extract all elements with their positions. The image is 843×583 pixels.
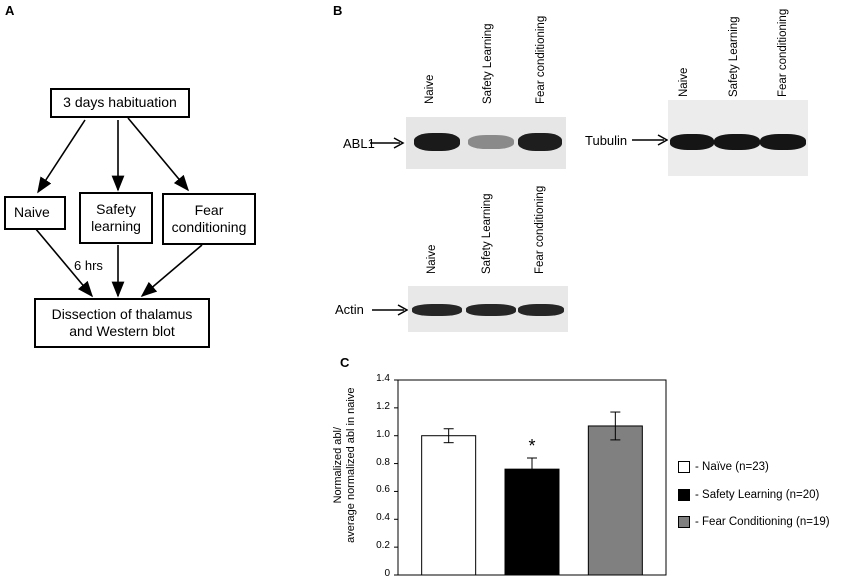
actin-band-naive	[412, 304, 462, 316]
tubulin-band-safety	[714, 134, 760, 150]
actin-band-safety	[466, 304, 516, 316]
bar-1	[504, 468, 560, 576]
safety-learning-box: Safety learning	[79, 192, 153, 244]
legend-label-safety: - Safety Learning (n=20)	[695, 489, 820, 501]
habituation-label: 3 days habituation	[63, 94, 177, 111]
abl1-blot	[406, 117, 566, 169]
legend-item-naive: - Naïve (n=23)	[678, 461, 769, 473]
dissection-box: Dissection of thalamus and Western blot	[34, 298, 210, 348]
y-tick-label: 1.2	[376, 400, 390, 412]
fear-line2: conditioning	[171, 219, 247, 235]
naive-box: Naive	[4, 196, 66, 230]
actin-blot	[408, 286, 568, 332]
arrow-habituation-to-naive	[37, 119, 86, 194]
tubulin-band-naive	[670, 134, 714, 150]
tubulin-band-fear	[760, 134, 806, 150]
abl1-arrow	[370, 137, 405, 149]
legend-swatch-naive	[678, 461, 690, 473]
panel-a-letter: A	[5, 3, 15, 18]
actin-band-fear	[518, 304, 564, 316]
fear-conditioning-box: Fear conditioning	[162, 193, 256, 245]
abl1-band-fear	[518, 133, 562, 151]
arrow-fear-to-dissection	[140, 244, 203, 298]
flowchart-arrows	[34, 117, 203, 298]
abl1-label: ABL1	[343, 136, 375, 151]
legend-item-fear: - Fear Conditioning (n=19)	[678, 516, 830, 528]
safety-line2: learning	[91, 218, 141, 234]
legend-label-fear: - Fear Conditioning (n=19)	[695, 516, 830, 528]
y-tick-label: 0.8	[376, 456, 390, 468]
tubulin-label: Tubulin	[585, 133, 628, 148]
actin-arrow	[372, 304, 409, 316]
tubulin-blot	[668, 100, 808, 176]
legend-label-naive: - Naïve (n=23)	[695, 461, 769, 473]
delay-label: 6 hrs	[74, 258, 103, 273]
abl1-band-safety	[468, 135, 514, 149]
legend-swatch-safety	[678, 489, 690, 501]
dissection-line2: and Western blot	[69, 323, 175, 339]
habituation-box: 3 days habituation	[50, 88, 190, 118]
y-tick-label: 0.4	[376, 512, 390, 524]
fear-line1: Fear	[194, 201, 224, 218]
y-tick-label: 1.4	[376, 373, 390, 384]
y-tick-label: 0.2	[376, 540, 390, 552]
panel-c-letter: C	[340, 355, 350, 370]
bar-0	[421, 435, 477, 576]
dissection-line1: Dissection of thalamus	[51, 305, 193, 322]
y-tick-label: 0.6	[376, 484, 390, 496]
safety-line1: Safety	[96, 200, 136, 217]
panel-b-letter: B	[333, 3, 343, 18]
y-tick-label: 1.0	[376, 428, 390, 440]
naive-label: Naive	[14, 204, 50, 221]
bar-2	[587, 425, 643, 576]
significance-marker: *	[528, 436, 535, 456]
y-tick-label: 0	[384, 568, 390, 579]
abl1-band-naive	[414, 133, 460, 151]
legend-item-safety: - Safety Learning (n=20)	[678, 489, 819, 501]
arrow-naive-to-dissection	[34, 227, 94, 298]
legend-swatch-fear	[678, 516, 690, 528]
actin-label: Actin	[335, 302, 364, 317]
arrow-habituation-to-fear	[127, 117, 190, 192]
tubulin-arrow	[632, 134, 669, 146]
